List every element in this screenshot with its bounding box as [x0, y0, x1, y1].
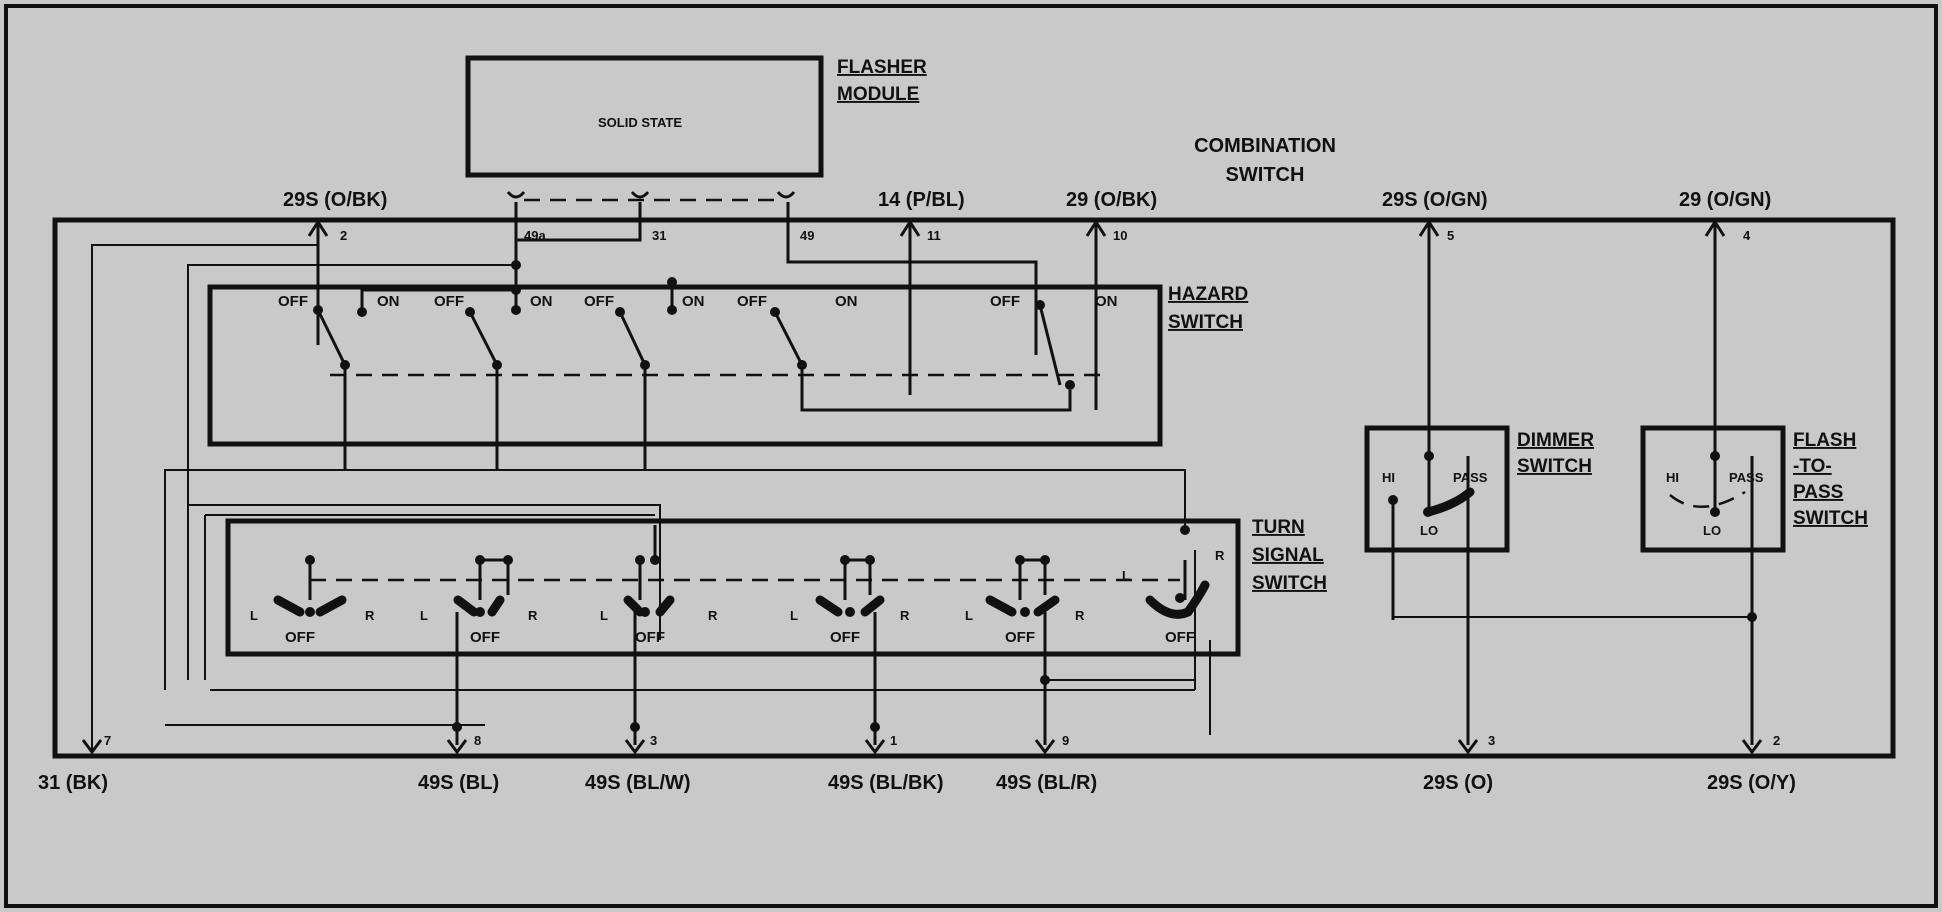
top-pin-5: 5: [1447, 228, 1454, 243]
top-wire-29-ogn: 29 (O/GN): [1679, 189, 1771, 211]
bottom-pin-9: 9: [1062, 733, 1069, 748]
ftp-title-4: SWITCH: [1793, 508, 1868, 529]
bottom-wire-31-bk: 31 (BK): [38, 772, 108, 794]
bottom-wire-49s-bl: 49S (BL): [418, 772, 499, 794]
turn-l-6: L: [1122, 568, 1130, 583]
turn-off-6: OFF: [1165, 629, 1195, 646]
turn-r-3: R: [708, 608, 718, 623]
bottom-pin-2: 2: [1773, 733, 1780, 748]
hazard-on-2: ON: [530, 293, 553, 310]
top-wire-29s-obk: 29S (O/BK): [283, 189, 387, 211]
turn-off-1: OFF: [285, 629, 315, 646]
top-wire-29s-ogn: 29S (O/GN): [1382, 189, 1488, 211]
bottom-arrows: [81, 739, 1763, 755]
flasher-module: SOLID STATE FLASHER MODULE: [465, 55, 927, 202]
turn-signal-switch: TURN SIGNAL SWITCH L R OFF L R OFF L R O…: [225, 517, 1327, 657]
ftp-lo: LO: [1703, 523, 1721, 538]
top-pin-10: 10: [1113, 228, 1127, 243]
hazard-switch: HAZARD SWITCH OFF ON OFF ON OFF ON OFF O…: [207, 260, 1248, 470]
dimmer-switch-title-2: SWITCH: [1517, 456, 1592, 477]
hazard-switch-title-1: HAZARD: [1168, 284, 1248, 305]
turn-l-5: L: [965, 608, 973, 623]
hazard-on-4: ON: [835, 293, 858, 310]
ftp-title-2: -TO-: [1793, 456, 1832, 477]
turn-r-4: R: [900, 608, 910, 623]
bottom-pin-8: 8: [474, 733, 481, 748]
ftp-hi: HI: [1666, 470, 1679, 485]
dimmer-switch-box: [1364, 425, 1510, 553]
turn-r-5: R: [1075, 608, 1085, 623]
top-pin-2: 2: [340, 228, 347, 243]
turn-signal-title-2: SIGNAL: [1252, 545, 1324, 566]
bottom-wire-29s-oy: 29S (O/Y): [1707, 772, 1796, 794]
bottom-wire-49s-blw: 49S (BL/W): [585, 772, 691, 794]
flasher-terminals: [506, 191, 796, 199]
outer-frame: [4, 4, 1938, 908]
hazard-off-1: OFF: [278, 293, 308, 310]
bottom-pin-7: 7: [104, 733, 111, 748]
hazard-off-5: OFF: [990, 293, 1020, 310]
turn-off-5: OFF: [1005, 629, 1035, 646]
bottom-pin-1: 1: [890, 733, 897, 748]
turn-l-3: L: [600, 608, 608, 623]
turn-l-2: L: [420, 608, 428, 623]
hazard-switch-title-2: SWITCH: [1168, 312, 1243, 333]
combination-switch-label-1: COMBINATION: [1194, 135, 1336, 157]
bottom-wire-49s-blbk: 49S (BL/BK): [828, 772, 944, 794]
turn-signal-switch-box: [225, 518, 1241, 657]
top-pin-4: 4: [1743, 228, 1751, 243]
combination-switch-frame: [52, 217, 1896, 759]
flasher-module-title-1: FLASHER: [837, 57, 927, 78]
turn-l-1: L: [250, 608, 258, 623]
ftp-title-1: FLASH: [1793, 430, 1856, 451]
hazard-on-1: ON: [377, 293, 400, 310]
bottom-pin-3b: 3: [1488, 733, 1495, 748]
routing-wires: [91, 244, 1211, 740]
dimmer-hi: HI: [1382, 470, 1395, 485]
turn-l-4: L: [790, 608, 798, 623]
dimmer-lo: LO: [1420, 523, 1438, 538]
turn-r-2: R: [528, 608, 538, 623]
top-pin-11: 11: [927, 228, 941, 243]
bottom-wire-29s-o: 29S (O): [1423, 772, 1493, 794]
turn-signal-title-3: SWITCH: [1252, 573, 1327, 594]
turn-signal-title-1: TURN: [1252, 517, 1305, 538]
flasher-pin-49: 49: [800, 228, 814, 243]
turn-r-6: R: [1215, 548, 1225, 563]
dimmer-switch-title-1: DIMMER: [1517, 430, 1594, 451]
dimmer-pass: PASS: [1453, 470, 1488, 485]
flasher-module-box: [465, 55, 824, 178]
flasher-module-title-2: MODULE: [837, 84, 919, 105]
combination-switch-label-2: SWITCH: [1226, 164, 1305, 186]
hazard-off-3: OFF: [584, 293, 614, 310]
hazard-off-4: OFF: [737, 293, 767, 310]
bottom-pin-3a: 3: [650, 733, 657, 748]
turn-signal-drops: [91, 612, 1195, 750]
hazard-off-2: OFF: [434, 293, 464, 310]
hazard-switch-box: [207, 284, 1163, 447]
turn-r-1: R: [365, 608, 375, 623]
turn-off-3: OFF: [635, 629, 665, 646]
flash-to-pass-box: [1640, 425, 1786, 553]
bottom-wire-49s-blr: 49S (BL/R): [996, 772, 1097, 794]
flasher-pin-31: 31: [652, 228, 666, 243]
top-wire-29-obk: 29 (O/BK): [1066, 189, 1157, 211]
ftp-pass: PASS: [1729, 470, 1764, 485]
hazard-on-3: ON: [682, 293, 705, 310]
top-wire-14-pbl: 14 (P/BL): [878, 189, 965, 211]
ftp-title-3: PASS: [1793, 482, 1843, 503]
dimmer-switch: DIMMER SWITCH HI PASS LO: [1364, 425, 1594, 745]
flash-to-pass-switch: FLASH -TO- PASS SWITCH HI PASS LO: [1393, 425, 1868, 745]
flasher-module-inner-label: SOLID STATE: [598, 115, 682, 130]
hazard-on-5: ON: [1095, 293, 1118, 310]
top-wires: [307, 202, 1726, 456]
turn-off-2: OFF: [470, 629, 500, 646]
turn-off-4: OFF: [830, 629, 860, 646]
